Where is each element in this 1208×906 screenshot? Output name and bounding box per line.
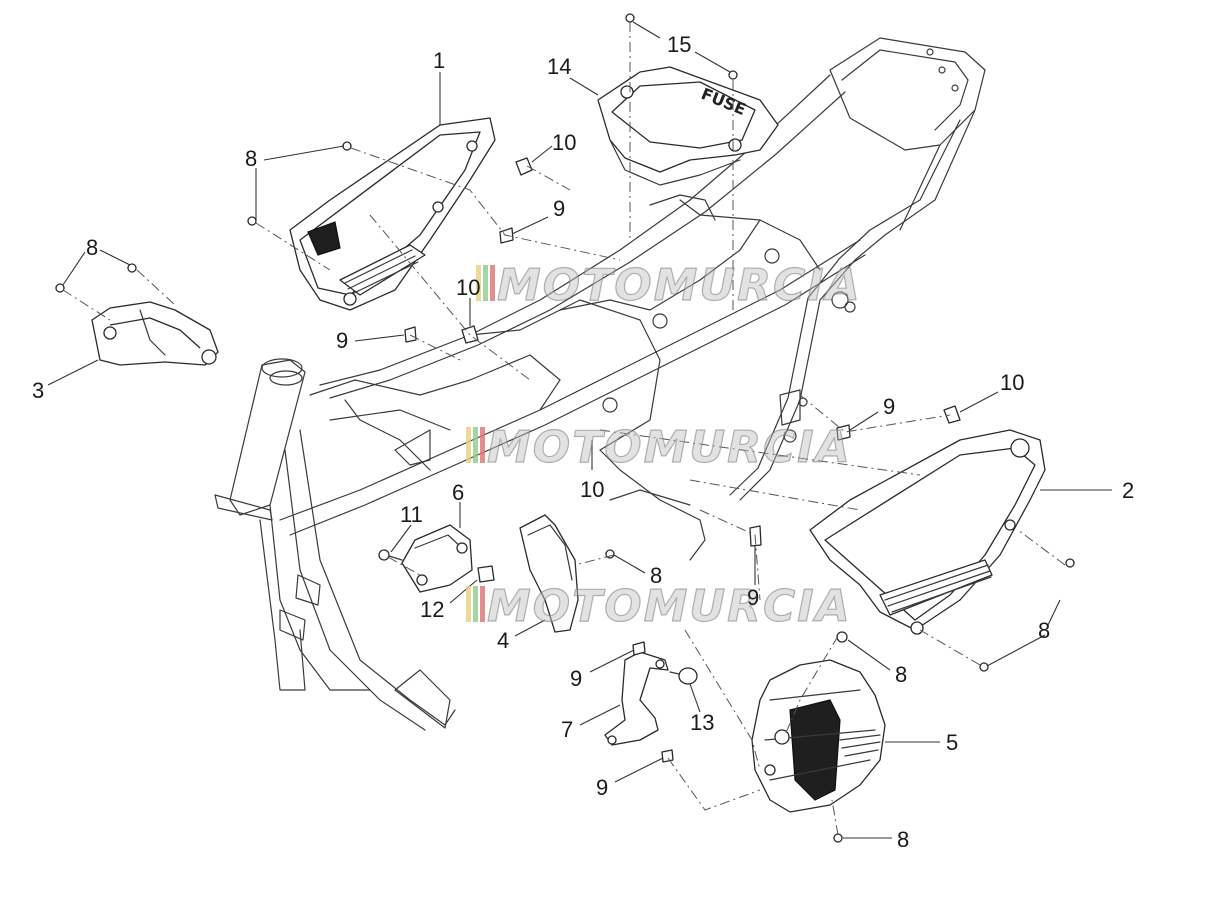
callout-8-lower-cover: 8 <box>895 662 907 687</box>
callout-8-front: 8 <box>86 235 98 260</box>
assembly-lines <box>62 22 1066 836</box>
watermark-text-top: MOTOMURCIA <box>497 260 862 311</box>
callout-10-lower: 10 <box>580 477 604 502</box>
front-small-cover <box>91 301 219 366</box>
fuse-box-cover: FUSE <box>597 66 779 186</box>
callout-9-upper: 9 <box>553 196 565 221</box>
callout-9-center: 9 <box>747 585 759 610</box>
watermark-bottom: MOTOMURCIA <box>466 580 852 633</box>
callout-11: 11 <box>400 502 423 527</box>
watermark-text-middle: MOTOMURCIA <box>487 422 852 473</box>
screw-11 <box>378 549 403 561</box>
callout-8-right: 8 <box>1038 618 1050 643</box>
callout-8-bottom: 8 <box>897 827 909 852</box>
left-side-cover <box>289 117 496 311</box>
watermarks: MOTOMURCIA MOTOMURCIA MOTOMURCIA <box>466 259 862 633</box>
callout-10-middle: 10 <box>456 275 480 300</box>
nut-10-right <box>943 405 961 424</box>
callout-5: 5 <box>946 730 958 755</box>
callout-2: 2 <box>1122 478 1134 503</box>
callout-9-bracket: 9 <box>570 666 582 691</box>
callout-6: 6 <box>452 480 464 505</box>
lower-cover-5 <box>751 659 886 813</box>
callout-10-right: 10 <box>1000 370 1024 395</box>
inner-cover-4 <box>519 514 579 633</box>
callout-9-left: 9 <box>336 328 348 353</box>
motorcycle-frame <box>214 37 986 731</box>
nut-10-upper <box>515 157 533 176</box>
callout-8-center: 8 <box>650 563 662 588</box>
rubber-pad-12 <box>477 565 495 583</box>
callout-14: 14 <box>547 54 571 79</box>
grommet-13 <box>669 667 698 685</box>
watermark-text-bottom: MOTOMURCIA <box>487 581 852 632</box>
callout-9-right: 9 <box>883 394 895 419</box>
callout-7: 7 <box>561 717 573 742</box>
callout-3: 3 <box>32 378 44 403</box>
callout-15: 15 <box>667 32 691 57</box>
callout-9-bottom: 9 <box>596 775 608 800</box>
callout-13: 13 <box>690 710 714 735</box>
watermark-top: MOTOMURCIA <box>476 259 862 312</box>
bracket-cover-6 <box>401 524 473 593</box>
fasteners <box>55 13 1075 843</box>
callout-labels: 1 2 3 4 5 6 7 8 8 8 8 8 8 9 9 9 9 9 9 10… <box>32 32 1134 852</box>
callout-1: 1 <box>433 48 445 73</box>
callout-8-upper-left: 8 <box>245 146 257 171</box>
callout-12: 12 <box>420 597 444 622</box>
callout-10-upper: 10 <box>552 130 576 155</box>
bracket-7 <box>604 651 669 746</box>
leader-lines <box>47 21 1112 839</box>
right-side-cover <box>809 429 1046 635</box>
callout-4: 4 <box>497 628 509 653</box>
watermark-middle: MOTOMURCIA <box>466 421 852 474</box>
